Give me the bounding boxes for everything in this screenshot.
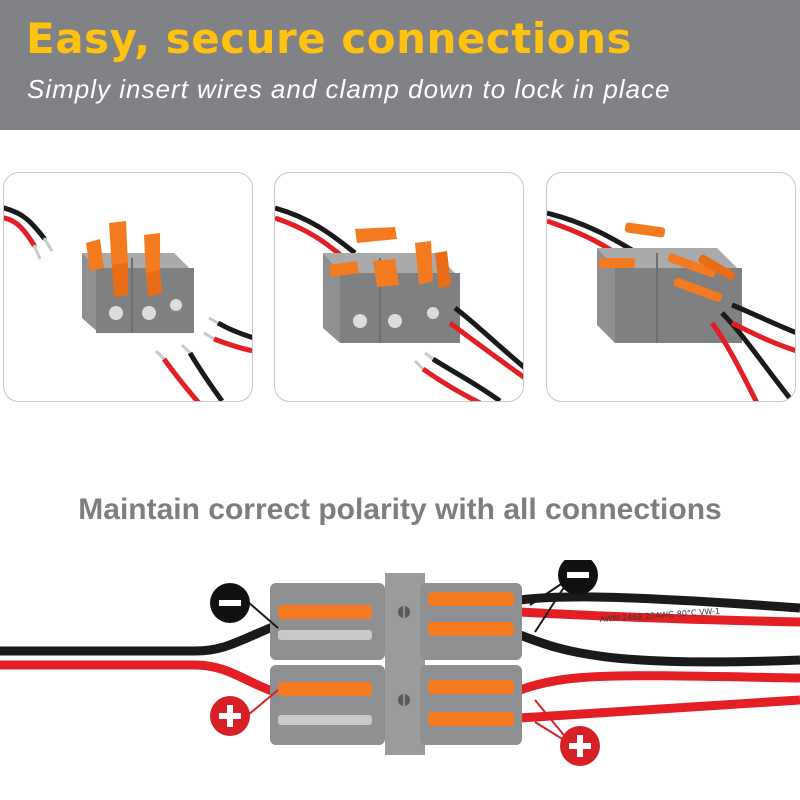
right-red-wire-2 [518, 671, 800, 695]
step-panel-3 [546, 172, 796, 402]
header-banner: Easy, secure connections Simply insert w… [0, 0, 800, 130]
connector-open-illustration [4, 205, 252, 401]
right-black-wire-2 [518, 630, 800, 667]
step-panel-1 [3, 172, 253, 402]
banner-subtitle: Simply insert wires and clamp down to lo… [27, 74, 671, 104]
plus-icon [210, 696, 250, 736]
right-red-wire-3 [519, 695, 800, 723]
minus-icon [558, 560, 598, 595]
minus-icon [210, 583, 250, 623]
plus-icon [560, 726, 600, 766]
left-black-wire [0, 621, 277, 656]
left-red-wire [0, 660, 277, 697]
step-panel-2 [274, 172, 524, 402]
right-black-wire-1 [519, 592, 800, 613]
connector-top [270, 573, 522, 660]
connector-bottom [270, 660, 522, 755]
right-red-wire-1 [519, 607, 800, 627]
polarity-diagram: AWM 2468 20AWG 80°C VW-1 [0, 560, 800, 766]
connector-clamped-illustration [547, 210, 795, 401]
banner-title: Easy, secure connections [26, 14, 632, 63]
polarity-heading: Maintain correct polarity with all conne… [78, 493, 722, 526]
connector-inserted-illustration [275, 205, 523, 401]
